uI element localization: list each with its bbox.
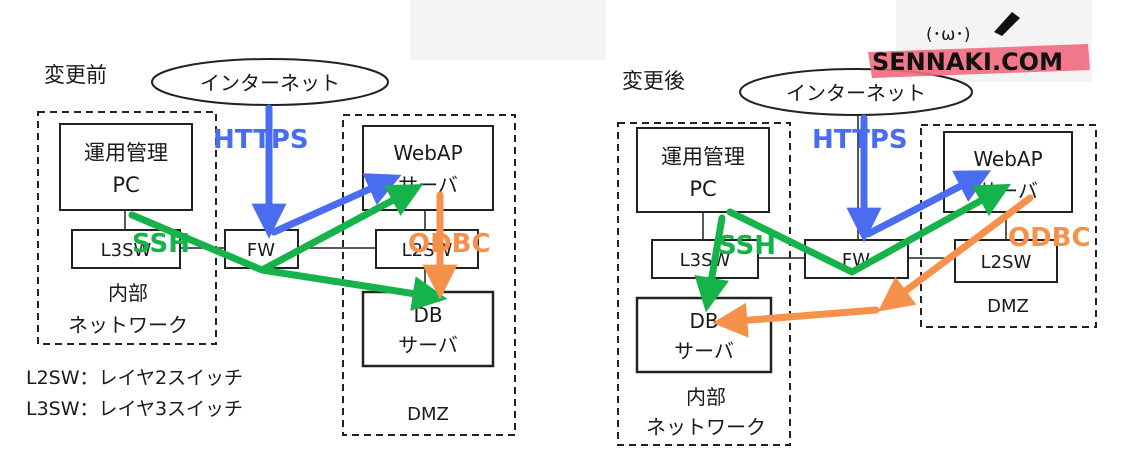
after-internal-label-line1: 内部 <box>686 385 726 409</box>
diagram-after: 変更後 インターネット 運用管理 PC L3SW DB サーバ FW <box>617 68 1097 446</box>
before-internal-label-line2: ネットワーク <box>68 313 188 337</box>
before-dmz-label: DMZ <box>407 404 449 425</box>
before-l3sw-label: L3SW <box>101 240 152 261</box>
before-internal-label-line1: 内部 <box>108 281 148 305</box>
after-title: 変更後 <box>622 69 685 93</box>
before-ops-pc-line1: 運用管理 <box>84 141 168 165</box>
before-https-arrow-to-webap <box>270 173 402 236</box>
after-dmz-label: DMZ <box>987 296 1029 317</box>
after-webap-line1: WebAP <box>973 147 1042 171</box>
before-webap-line1: WebAP <box>393 141 462 165</box>
diagram-before: 変更前 インターネット 運用管理 PC L3SW FW WebAP サーバ <box>26 58 516 436</box>
after-ops-pc-line2: PC <box>689 177 716 201</box>
legend-l2sw: L2SW：レイヤ2スイッチ <box>26 367 243 389</box>
after-ops-pc-box <box>636 127 770 213</box>
before-odbc-label: ODBC <box>408 229 491 259</box>
after-ops-pc-line1: 運用管理 <box>661 145 745 169</box>
after-ssh-arrow-to-webap <box>726 183 1012 276</box>
before-ops-pc-box <box>59 123 193 211</box>
logo-text: SENNAKI.COM <box>872 48 1063 76</box>
before-l3sw-box <box>71 229 181 269</box>
logo-highlight-stroke <box>868 44 1090 78</box>
before-ops-pc-line2: PC <box>112 173 139 197</box>
after-odbc-label: ODBC <box>1008 223 1091 253</box>
before-internet-label: インターネット <box>200 71 340 95</box>
after-dmz-zone <box>920 124 1097 328</box>
background-panel-left <box>410 0 606 60</box>
after-internet-cloud <box>739 68 973 116</box>
before-https-label: HTTPS <box>213 125 309 155</box>
before-internal-network-zone <box>37 111 217 345</box>
after-internet-label: インターネット <box>786 81 926 105</box>
before-l2sw-box <box>375 229 479 269</box>
sennaki-logo: (･ω･) SENNAKI.COM <box>868 12 1090 78</box>
before-fw-label: FW <box>247 240 275 261</box>
before-ssh-label: SSH <box>132 229 190 259</box>
pen-icon <box>994 12 1020 36</box>
after-odbc-arrow-to-db <box>712 302 880 338</box>
after-db-line1: DB <box>689 309 718 333</box>
legend-l3sw: L3SW：レイヤ3スイッチ <box>26 398 243 420</box>
after-internal-label-line2: ネットワーク <box>646 415 766 439</box>
after-l2sw-box <box>954 239 1058 283</box>
before-dmz-zone <box>342 114 516 436</box>
before-webap-server-box <box>362 125 494 211</box>
after-internal-network-zone <box>617 122 791 446</box>
before-db-line2: サーバ <box>398 333 458 357</box>
logo-face: (･ω･) <box>926 25 971 45</box>
after-l2sw-label: L2SW <box>981 252 1032 273</box>
after-l3sw-box <box>651 239 759 279</box>
after-https-label: HTTPS <box>812 125 908 155</box>
after-db-line2: サーバ <box>674 339 734 363</box>
after-ssh-label: SSH <box>718 231 776 261</box>
before-title: 変更前 <box>44 63 107 87</box>
before-db-line1: DB <box>413 303 442 327</box>
after-https-arrow-to-webap <box>864 170 992 238</box>
before-ssh-arrow-to-db <box>258 266 448 311</box>
after-odbc-arrow-from-webap <box>877 194 1034 312</box>
after-ssh-arrow-to-db <box>694 214 730 313</box>
